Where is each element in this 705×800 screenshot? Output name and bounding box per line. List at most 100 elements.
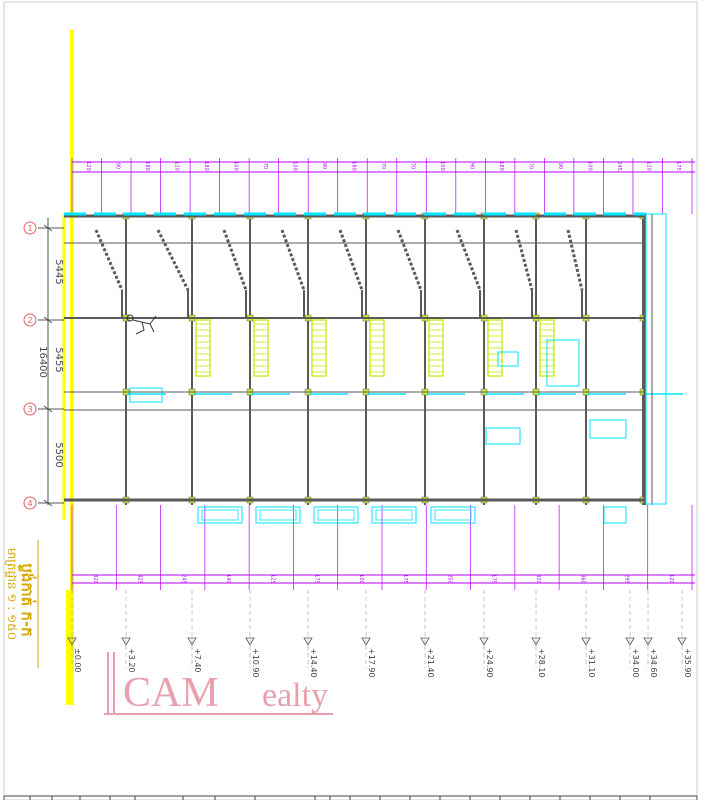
drawing-scale: មាត្រដ្ឋាន ១ : ១៥០ bbox=[5, 548, 19, 640]
level-triangle-2 bbox=[187, 637, 197, 646]
grid-bubble-label-2: 3 bbox=[27, 405, 32, 414]
top-dim-label-19: 120 bbox=[646, 161, 652, 171]
grid-bubble-label-3: 4 bbox=[27, 499, 32, 508]
top-dim-label-18: 245 bbox=[616, 161, 622, 171]
room-outline-3 bbox=[589, 419, 627, 439]
level-label-8: +28.10 bbox=[537, 648, 546, 678]
wall-lines bbox=[128, 319, 683, 524]
top-dim-label-1: 90 bbox=[114, 163, 120, 169]
top-dim-label-6: 70 bbox=[262, 163, 268, 169]
stair-flight-0 bbox=[94, 229, 124, 291]
bottom-window-2 bbox=[255, 506, 301, 524]
sheet-border bbox=[3, 1, 698, 800]
top-dim-label-7: 100 bbox=[291, 161, 297, 171]
level-triangle-8 bbox=[531, 637, 541, 646]
level-triangle-12 bbox=[677, 637, 687, 646]
level-label-12: +35.90 bbox=[683, 648, 692, 678]
top-dim-label-3: 120 bbox=[173, 161, 179, 171]
room-outline-2 bbox=[485, 427, 521, 445]
stair-flight-6 bbox=[455, 229, 482, 291]
top-dim-ticks bbox=[71, 158, 693, 214]
level-triangle-1 bbox=[121, 637, 131, 646]
level-triangle-5 bbox=[361, 637, 371, 646]
bottom-window-5 bbox=[430, 506, 476, 524]
room-outline-1 bbox=[546, 339, 580, 387]
room-outline-4 bbox=[603, 506, 627, 524]
drawing-title: ប្លង់កាត់ ក-ក bbox=[18, 563, 37, 636]
top-dim-label-11: 70 bbox=[410, 163, 416, 169]
level-label-9: +31.10 bbox=[587, 648, 596, 678]
top-dim-label-8: 90 bbox=[321, 163, 327, 169]
bottom-window-3 bbox=[313, 506, 359, 524]
dim-5500: 5500 bbox=[53, 442, 64, 467]
top-dim-label-13: 90 bbox=[469, 163, 475, 169]
level-triangle-9 bbox=[581, 637, 591, 646]
bottom-dim-label-11: 360 bbox=[579, 574, 585, 584]
grid-bubble-label-0: 1 bbox=[27, 224, 32, 233]
top-dim-label-0: 120 bbox=[85, 161, 91, 171]
top-dim-label-5: 100 bbox=[232, 161, 238, 171]
bottom-dim-label-10: 320 bbox=[535, 574, 541, 584]
level-label-5: +17.90 bbox=[367, 648, 376, 678]
top-dim-label-9: 180 bbox=[350, 161, 356, 171]
grid-axes: 1 2 3 4 bbox=[23, 221, 64, 510]
level-label-1: +3.20 bbox=[127, 648, 136, 673]
level-triangle-0 bbox=[67, 637, 77, 646]
stair-flight-1 bbox=[156, 229, 190, 291]
room-outline-0 bbox=[497, 351, 519, 367]
dim-5455: 5455 bbox=[53, 347, 64, 372]
level-label-6: +21.40 bbox=[426, 648, 435, 678]
top-dim-label-12: 100 bbox=[439, 161, 445, 171]
bottom-dim-label-4: 125 bbox=[269, 574, 275, 584]
level-label-2: +7.40 bbox=[193, 648, 202, 673]
bottom-dim-label-12: 295 bbox=[624, 574, 630, 584]
bottom-dim-label-13: 120 bbox=[668, 574, 674, 584]
title-block bbox=[3, 796, 698, 800]
stair-flight-5 bbox=[396, 229, 423, 291]
stair-flight-7 bbox=[514, 229, 534, 291]
top-dim-label-14: 180 bbox=[498, 161, 504, 171]
level-triangle-7 bbox=[479, 637, 489, 646]
bottom-dim-label-8: 250 bbox=[446, 574, 452, 584]
stair-flight-2 bbox=[222, 229, 248, 291]
bottom-dim-label-7: 175 bbox=[402, 574, 408, 584]
top-dim-label-20: 175 bbox=[675, 161, 681, 171]
top-dim-label-17: 100 bbox=[587, 161, 593, 171]
bottom-dim-label-0: 320 bbox=[92, 574, 98, 584]
bottom-dim-label-2: 245 bbox=[181, 574, 187, 584]
stair-flight-8 bbox=[566, 229, 584, 291]
dim-5445: 5445 bbox=[53, 259, 64, 284]
level-label-3: +10.90 bbox=[251, 648, 260, 678]
level-triangle-3 bbox=[245, 637, 255, 646]
grid-bubble-2 bbox=[23, 402, 37, 416]
parapet bbox=[645, 213, 667, 505]
level-triangle-11 bbox=[643, 637, 653, 646]
level-markers: ±0.00+3.20+7.40+10.90+14.40+17.90+21.40+… bbox=[67, 590, 692, 678]
bottom-dim-label-3: 140 bbox=[225, 574, 231, 584]
top-dim-label-10: 70 bbox=[380, 163, 386, 169]
dim-16400: 16400 bbox=[37, 346, 48, 378]
stair-flight-4 bbox=[338, 229, 364, 291]
bottom-dim-ticks bbox=[71, 505, 693, 590]
bottom-dim-label-1: 425 bbox=[136, 574, 142, 584]
level-label-10: +34.00 bbox=[631, 648, 640, 678]
bottom-window-inner-5 bbox=[434, 509, 472, 521]
top-dim-label-4: 180 bbox=[203, 161, 209, 171]
stair-flights bbox=[94, 229, 584, 318]
grid-bubble-3 bbox=[23, 496, 37, 510]
grid-bubble-0 bbox=[23, 221, 37, 235]
bottom-dim-label-6: 100 bbox=[358, 574, 364, 584]
grid-bubble-label-1: 2 bbox=[27, 316, 32, 325]
bottom-dim-labels: 320 425 245 140 125 175 100 175 250 175 320 360 295 1… bbox=[92, 574, 674, 584]
bottom-dim-label-9: 175 bbox=[491, 574, 497, 584]
bottom-window-inner-2 bbox=[259, 509, 297, 521]
person-figure-icon bbox=[126, 314, 157, 335]
grid-bubble-1 bbox=[23, 313, 37, 327]
room-outline-5 bbox=[129, 387, 163, 403]
top-dim-label-16: 90 bbox=[557, 163, 563, 169]
watermark-logo: CAM bbox=[123, 670, 219, 716]
bottom-window-inner-1 bbox=[201, 509, 239, 521]
bottom-dim-label-5: 175 bbox=[314, 574, 320, 584]
bottom-window-1 bbox=[197, 506, 243, 524]
